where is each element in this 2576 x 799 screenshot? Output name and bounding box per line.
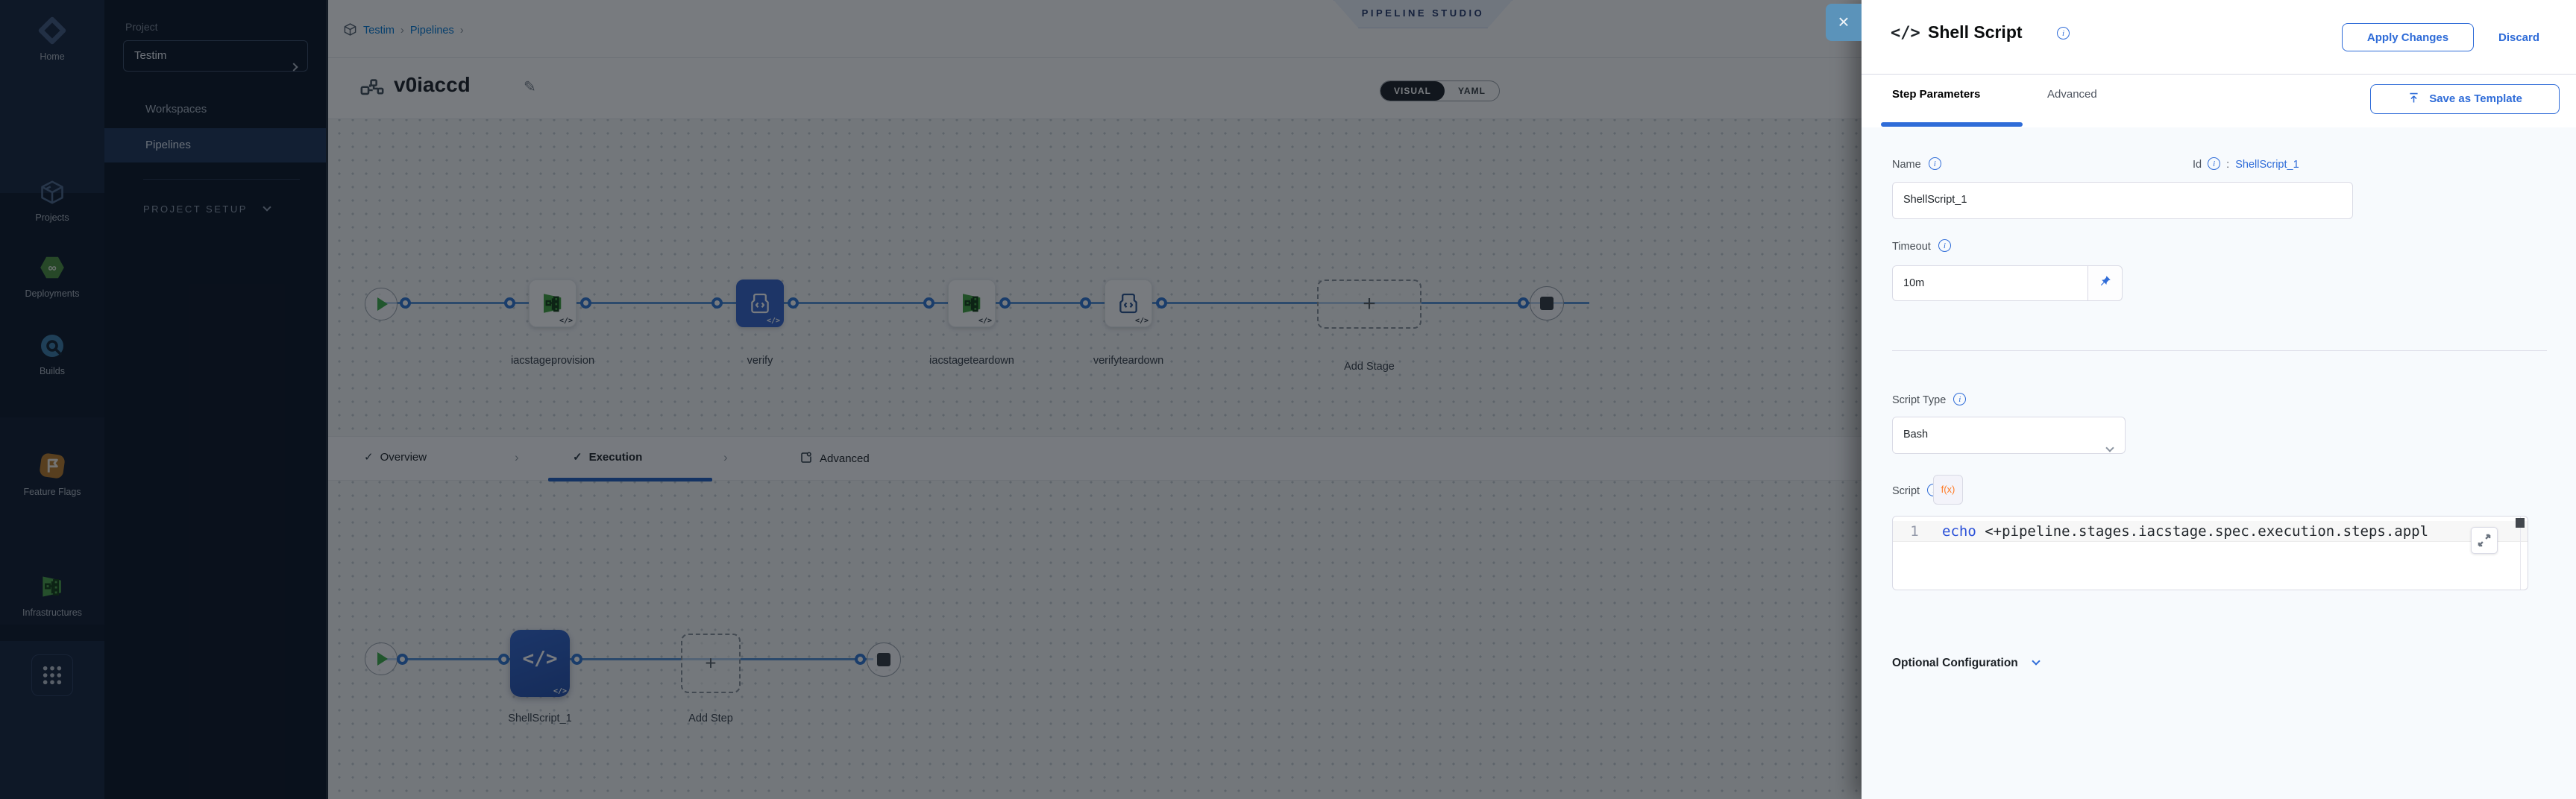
code-line: echo <+pipeline.stages.iacstage.spec.exe…	[1942, 521, 2428, 542]
editor-scrollbar-thumb[interactable]	[2516, 518, 2525, 528]
step-id-readout: Id i : ShellScript_1	[2193, 157, 2299, 171]
step-id-link[interactable]: ShellScript_1	[2235, 159, 2299, 171]
id-label: Id	[2193, 159, 2202, 171]
timeout-label: Timeout i	[1892, 239, 1951, 253]
info-icon[interactable]: i	[2057, 27, 2070, 40]
info-icon[interactable]: i	[1938, 239, 1951, 252]
expand-editor-button[interactable]	[2471, 527, 2498, 554]
step-parameters-form: Name i Id i : ShellScript_1 ShellScript_…	[1862, 127, 2576, 799]
timeout-input[interactable]: 10m	[1892, 265, 2088, 301]
divider	[1892, 350, 2547, 351]
active-tab-underline	[1881, 122, 2023, 127]
drawer-title: Shell Script	[1928, 22, 2023, 42]
shell-script-icon: </>	[1891, 24, 1920, 42]
close-drawer-button[interactable]: ×	[1826, 4, 1862, 41]
info-icon[interactable]: i	[2208, 157, 2221, 170]
script-code-editor[interactable]: 1 echo <+pipeline.stages.iacstage.spec.e…	[1892, 516, 2528, 590]
divider	[1862, 74, 2576, 75]
upload-icon	[2407, 92, 2423, 107]
pin-icon	[2099, 276, 2112, 291]
fullscreen-icon	[2478, 534, 2491, 547]
shell-script-drawer: </> Shell Script i Apply Changes Discard…	[1862, 0, 2576, 799]
chevron-down-icon	[2105, 431, 2114, 465]
close-icon: ×	[1838, 10, 1850, 33]
select-value: Bash	[1903, 429, 1929, 440]
fixed-value-pin-button[interactable]	[2088, 265, 2123, 301]
code-keyword: echo	[1942, 523, 1976, 540]
info-icon[interactable]: i	[1928, 157, 1941, 170]
chevron-down-icon	[2032, 654, 2041, 668]
script-type-label: Script Type i	[1892, 393, 1967, 406]
expression-fx-button[interactable]: f(x)	[1933, 475, 1963, 505]
save-as-template-button[interactable]: Save as Template	[2370, 84, 2560, 114]
current-line-highlight	[1893, 521, 2528, 542]
info-icon[interactable]: i	[1953, 393, 1967, 405]
name-label: Name i	[1892, 157, 1941, 171]
name-input[interactable]: ShellScript_1	[1892, 182, 2353, 219]
button-label: Save as Template	[2429, 92, 2522, 105]
optional-configuration-toggle[interactable]: Optional Configuration	[1892, 654, 2041, 670]
tab-advanced[interactable]: Advanced	[2047, 88, 2097, 101]
discard-button[interactable]: Discard	[2498, 31, 2540, 44]
apply-changes-button[interactable]: Apply Changes	[2342, 23, 2474, 51]
code-text: <+pipeline.stages.iacstage.spec.executio…	[1976, 523, 2429, 540]
modal-dim-overlay[interactable]	[0, 0, 1862, 799]
editor-scrollbar[interactable]	[2520, 517, 2521, 590]
id-colon: :	[2226, 159, 2230, 171]
line-number: 1	[1910, 523, 1919, 540]
section-label: Optional Configuration	[1892, 657, 2018, 669]
script-type-select[interactable]: Bash	[1892, 417, 2126, 454]
tab-step-parameters[interactable]: Step Parameters	[1892, 88, 1981, 101]
